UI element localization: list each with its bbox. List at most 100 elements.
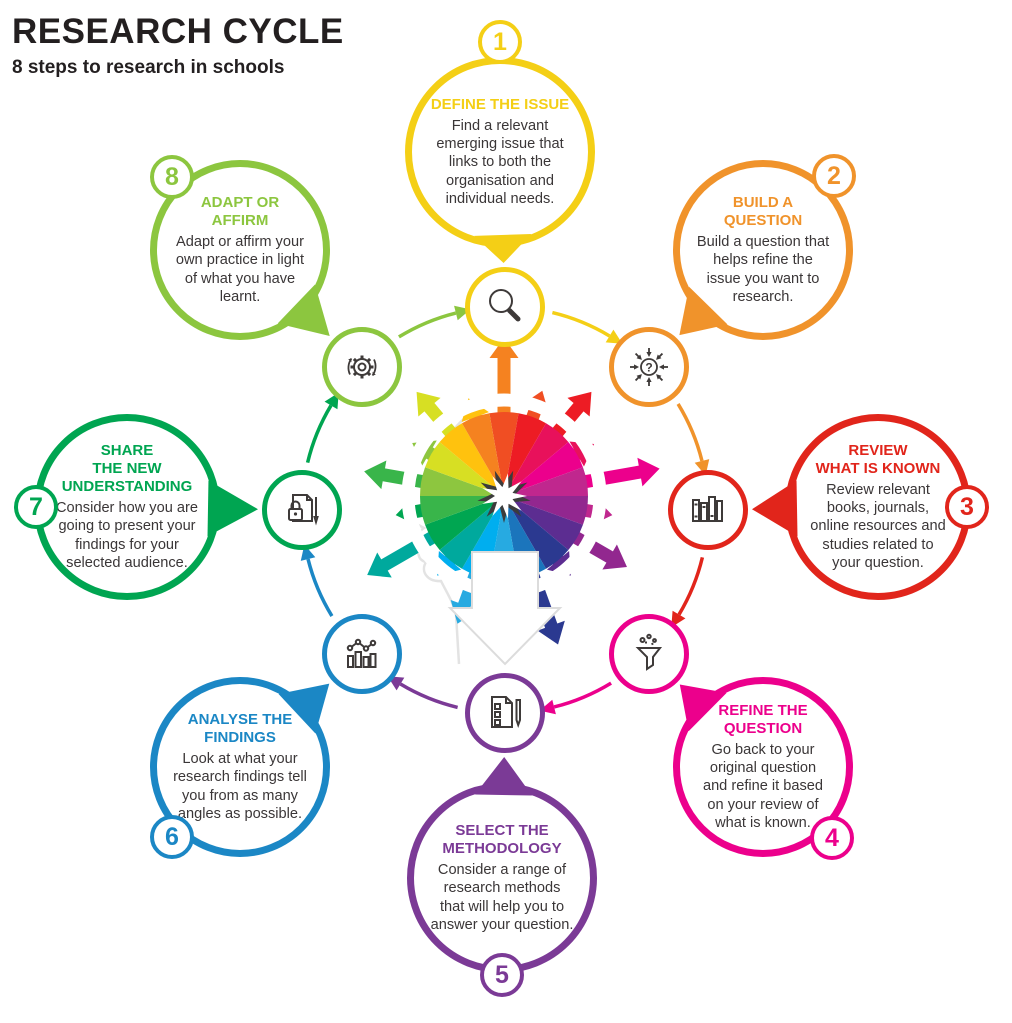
step-5-heading: SELECT THE METHODOLOGY xyxy=(442,822,562,858)
step-3-number: 3 xyxy=(960,492,974,521)
wheel-blade xyxy=(504,423,569,496)
gear-cycle-icon xyxy=(347,355,377,379)
step-6-heading: ANALYSE THE FINDINGS xyxy=(187,711,293,747)
checklist-pen-icon xyxy=(491,696,521,729)
step-7-description: Consider how you are going to present yo… xyxy=(56,500,198,571)
wheel-blade xyxy=(504,442,583,496)
burst-arrow xyxy=(557,457,660,493)
search-icon xyxy=(489,289,521,322)
burst-arrow xyxy=(412,440,460,475)
page-title: RESEARCH CYCLE xyxy=(12,12,344,51)
step-3-number-badge: 3 xyxy=(945,485,989,529)
step-6-icon-circle xyxy=(322,614,402,694)
step-1-number: 1 xyxy=(493,27,507,56)
step-5-bubble: SELECT THE METHODOLOGY Consider a range … xyxy=(407,783,597,973)
step-8-description: Adapt or affirm your own practice in lig… xyxy=(175,234,305,305)
burst-arrow xyxy=(367,517,460,578)
step-5-number: 5 xyxy=(495,960,509,989)
wheel-blade xyxy=(425,496,504,550)
wheel-blade xyxy=(425,442,504,496)
arc-step-7-to-step-8 xyxy=(305,404,333,464)
star-shadow xyxy=(477,470,531,523)
wheel-blade xyxy=(504,496,569,569)
arc-step-8-to-step-1 xyxy=(398,311,457,339)
step-1-bubble: DEFINE THE ISSUE Find a relevant emergin… xyxy=(405,57,595,247)
wheel-blade xyxy=(462,413,504,496)
burst-arrow xyxy=(395,497,451,526)
arc-step-4-to-step-5 xyxy=(553,681,612,709)
burst-arrow xyxy=(548,441,595,475)
wheel-blade xyxy=(489,496,519,580)
wheel-blade xyxy=(420,467,504,496)
bar-line-chart-icon xyxy=(346,638,377,668)
step-6-number: 6 xyxy=(165,822,179,851)
step-8-icon-circle xyxy=(322,327,402,407)
step-1-icon-circle xyxy=(465,267,545,347)
step-7-number-badge: 7 xyxy=(14,485,58,529)
header: RESEARCH CYCLE 8 steps to research in sc… xyxy=(12,12,344,79)
converging-question-icon: ? xyxy=(630,348,668,386)
step-7-bubble: SHARE THE NEW UNDERSTANDING Consider how… xyxy=(34,414,220,600)
step-5-number-badge: 5 xyxy=(480,953,524,997)
burst-arrow xyxy=(450,545,492,624)
burst-arrow xyxy=(489,551,519,608)
burst-arrow xyxy=(516,545,565,645)
arc-step-3-to-step-4 xyxy=(677,556,705,616)
big-down-arrow xyxy=(447,551,563,666)
step-5-description: Consider a range of research methods tha… xyxy=(430,862,574,933)
funnel-icon xyxy=(635,633,663,671)
step-1-number-badge: 1 xyxy=(478,20,522,64)
burst-arrow xyxy=(548,517,627,570)
books-icon xyxy=(692,496,723,522)
step-4-number-badge: 4 xyxy=(810,816,854,860)
step-3-description: Review relevant books, journals, online … xyxy=(810,482,946,571)
burst-arrow xyxy=(437,533,474,576)
burst-arrow xyxy=(489,338,519,441)
star-center xyxy=(482,473,527,519)
arc-step-6-to-step-7 xyxy=(306,558,334,617)
burst-arrow xyxy=(534,391,592,459)
arc-step-2-to-step-3 xyxy=(676,403,704,462)
step-1-heading: DEFINE THE ISSUE xyxy=(430,96,570,114)
step-8-heading: ADAPT OR AFFIRM xyxy=(200,194,280,230)
step-5-icon-circle xyxy=(465,673,545,753)
step-4-heading: REFINE THE QUESTION xyxy=(718,702,808,738)
wheel-blade xyxy=(504,413,546,496)
step-8-number-badge: 8 xyxy=(150,155,194,199)
wheel-blade xyxy=(504,496,588,525)
arc-step-5-to-step-6 xyxy=(399,682,459,710)
step-2-description: Build a question that helps refine the i… xyxy=(696,234,830,305)
burst-arrow xyxy=(364,460,451,493)
step-2-icon-circle: ? xyxy=(609,327,689,407)
burst-arrow xyxy=(516,390,550,447)
step-7-number: 7 xyxy=(29,492,43,521)
burst-arrow xyxy=(416,391,474,459)
step-3-bubble: REVIEW WHAT IS KNOWN Review relevant boo… xyxy=(785,414,971,600)
step-2-heading: BUILD A QUESTION xyxy=(723,194,803,230)
step-4-icon-circle xyxy=(609,614,689,694)
step-6-number-badge: 6 xyxy=(150,815,194,859)
skull-ring xyxy=(401,393,607,599)
locked-document-pen-icon xyxy=(288,494,319,526)
step-2-number-badge: 2 xyxy=(812,154,856,198)
burst-arrow xyxy=(557,497,613,526)
wheel-blade xyxy=(504,496,583,550)
step-4-description: Go back to your original question and re… xyxy=(702,742,824,831)
burst-arrow xyxy=(534,533,571,576)
wheel-blade xyxy=(462,496,504,579)
step-2-number: 2 xyxy=(827,161,841,190)
wheel-blade xyxy=(420,496,504,525)
wheel-blade xyxy=(489,412,519,496)
arc-step-1-to-step-2 xyxy=(551,310,611,338)
head-silhouette xyxy=(407,402,545,665)
step-3-icon-circle xyxy=(668,470,748,550)
step-3-heading: REVIEW WHAT IS KNOWN xyxy=(815,442,941,478)
step-6-description: Look at what your research findings tell… xyxy=(173,751,307,822)
step-8-number: 8 xyxy=(165,162,179,191)
step-4-number: 4 xyxy=(825,823,839,852)
wheel-blade xyxy=(439,423,504,496)
step-7-heading: SHARE THE NEW UNDERSTANDING xyxy=(61,442,193,496)
wheel-blade xyxy=(504,467,588,496)
step-1-description: Find a relevant emerging issue that link… xyxy=(436,118,564,207)
